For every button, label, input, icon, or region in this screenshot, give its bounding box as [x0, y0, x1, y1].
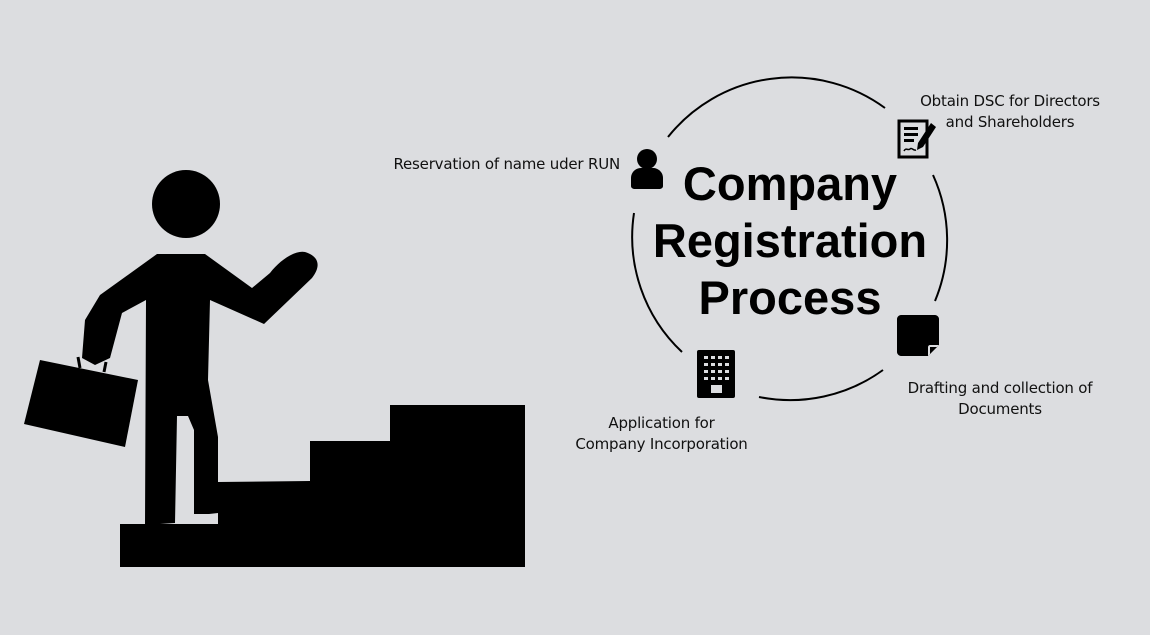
step-drafting-line-1: Drafting and collection of	[907, 379, 1093, 397]
step-application-line-2: Company Incorporation	[575, 435, 748, 453]
stairs-shape	[120, 405, 525, 567]
businessman-climbing-stairs-illustration	[24, 170, 525, 567]
document-signature-icon	[897, 119, 936, 159]
step-dsc-label: Obtain DSC for Directors and Shareholder…	[915, 91, 1105, 133]
sticky-note-icon	[897, 315, 939, 356]
step-drafting-label: Drafting and collection of Documents	[895, 378, 1105, 420]
arc-top	[667, 76, 886, 138]
arc-bottom	[758, 369, 884, 402]
diagram-title: Company Registration Process	[640, 155, 940, 326]
step-dsc-line-2: and Shareholders	[945, 113, 1075, 131]
body-shape	[82, 251, 318, 525]
step-application-label: Application for Company Incorporation	[560, 413, 763, 455]
title-line-2: Registration	[652, 214, 928, 267]
office-building-icon	[697, 350, 735, 398]
arc-left	[631, 212, 683, 353]
arc-right	[932, 174, 949, 302]
process-cycle-ring	[631, 76, 949, 402]
title-line-3: Process	[698, 271, 882, 324]
briefcase-handle	[76, 356, 108, 373]
user-icon	[631, 149, 663, 189]
briefcase-shape	[24, 360, 138, 447]
head-shape	[152, 170, 220, 238]
title-line-1: Company	[682, 157, 898, 210]
step-reservation-label: Reservation of name uder RUN	[370, 154, 620, 175]
step-application-line-1: Application for	[608, 414, 715, 432]
step-dsc-line-1: Obtain DSC for Directors	[920, 92, 1100, 110]
step-drafting-line-2: Documents	[958, 400, 1042, 418]
step-reservation-text: Reservation of name uder RUN	[393, 155, 620, 173]
